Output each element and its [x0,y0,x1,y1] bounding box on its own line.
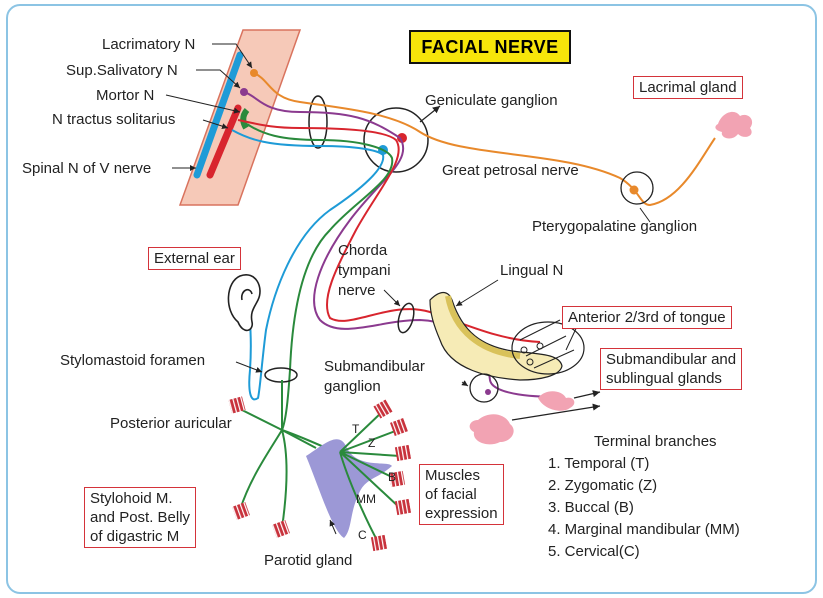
submandibular-glands-line-1: Submandibular and [606,351,737,368]
diagram-title: FACIAL NERVE [409,30,571,64]
submandibular-ganglion-label-1: Submandibular [324,358,425,375]
parotid-label: Parotid gland [264,552,353,569]
chorda-label-1: Chorda [338,242,388,259]
submandibular-ring [469,373,499,403]
posterior-auricular-label: Posterior auricular [110,415,232,432]
spinal-v-nucleus [193,51,244,179]
stylohoid-line-3: of digastric M [90,528,180,545]
muscles-line-1: Muscles [425,467,481,484]
brainstem-shape [178,29,302,206]
terminal-branch-item: 1. Temporal (T) [548,455,650,472]
muscles-line-3: expression [425,505,498,522]
great-petrosal-label: Great petrosal nerve [442,162,579,179]
motor-branches [237,380,317,529]
stylomastoid-ring [264,367,298,383]
stylohoid-line-1: Stylohoid M. [90,490,173,507]
sup-salivatory-label: Sup.Salivatory N [66,62,178,79]
chorda-label-3: nerve [338,282,376,299]
lingual-label: Lingual N [500,262,564,279]
lacrimatory-fiber [253,72,716,207]
branch-t-label: T [352,422,360,436]
anterior-tongue-text: Anterior 2/3rd of tongue [568,309,726,326]
submandibular-glands-line-2: sublingual glands [606,370,722,387]
sensory-fiber [231,129,385,401]
lacrimal-gland-shape [715,111,753,139]
lacrimatory-label: Lacrimatory N [102,36,196,53]
terminal-branches-heading: Terminal branches [594,433,717,450]
terminal-branch-item: 4. Marginal mandibular (MM) [548,521,740,538]
submandibular-glands-box: Submandibular and sublingual glands [600,348,743,390]
branch-b-label: B [388,470,397,484]
meatus-ring [308,95,328,149]
terminal-branch-item: 2. Zygomatic (Z) [548,477,658,494]
motor-label: Mortor N [96,87,155,104]
chorda-label-2: tympani [338,262,391,279]
stylohoid-box: Stylohoid M. and Post. Belly of digastri… [84,487,197,548]
lingual-nerve [445,295,521,359]
tractus-label: N tractus solitarius [52,111,176,128]
tractus-solitarius-nucleus [206,104,242,179]
branch-mm-label: MM [356,492,376,506]
tongue-shape [429,291,563,381]
branch-c-label: C [358,528,367,542]
chorda-ring [397,302,415,334]
taste-fiber [237,119,541,343]
tongue-outline [511,321,585,375]
stylomastoid-label: Stylomastoid foramen [60,352,206,369]
anterior-tongue-box: Anterior 2/3rd of tongue [562,306,732,329]
terminal-branch-item: 3. Buccal (B) [548,499,634,516]
pterygopalatine-dot [629,185,639,195]
branch-z-label: Z [368,436,376,450]
stylohoid-line-2: and Post. Belly [90,509,191,526]
geniculate-ring [363,107,429,173]
submandibular-ganglion-label-2: ganglion [324,378,381,395]
submandibular-gland-shape [469,414,514,445]
pterygopalatine-label: Pterygopalatine ganglion [532,218,698,235]
lacrimal-gland-box: Lacrimal gland [633,76,743,99]
pterygopalatine-ring [620,171,654,205]
external-ear-box: External ear [148,247,241,270]
terminal-branches [339,411,401,543]
terminal-branch-item: 5. Cervical(C) [548,543,640,560]
spinal-v-label: Spinal N of V nerve [22,160,152,177]
sublingual-gland-shape [538,391,575,411]
parotid-shape [306,439,392,538]
geniculate-dot [397,133,407,143]
motor-nucleus [240,108,250,130]
ear-shape [227,274,261,332]
muscles-box: Muscles of facial expression [419,464,504,525]
muscles-line-2: of facial [425,486,477,503]
geniculate-label: Geniculate ganglion [425,92,558,109]
muscle-blocks [228,396,412,552]
